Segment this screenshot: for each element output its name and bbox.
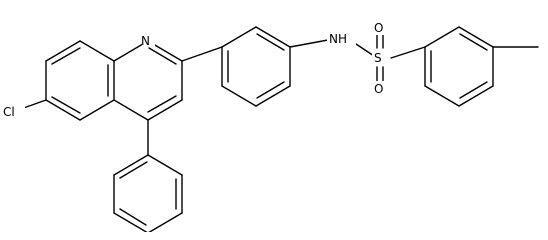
atom-label-chlorine: Cl	[3, 105, 15, 119]
nh-s-bond	[355, 43, 375, 57]
aryl-nh-bond	[289, 39, 329, 48]
quinoline-pyridine-ring	[113, 40, 183, 121]
phenyl-ring	[113, 119, 183, 232]
central-phenylene-ring	[181, 26, 291, 107]
atom-label-oxygen-top: O	[374, 21, 383, 35]
tolyl-ring	[424, 26, 494, 107]
quinoline-benzo-ring	[45, 40, 115, 121]
atom-label-oxygen-bottom: O	[374, 82, 383, 96]
atom-label-nitrogen: N	[141, 34, 150, 48]
structure-diagram: N Cl NH S O O	[3, 20, 539, 232]
atom-label-nh: NH	[329, 32, 347, 46]
atom-label-sulfur: S	[374, 51, 382, 65]
s-tolyl-bond	[390, 46, 426, 59]
